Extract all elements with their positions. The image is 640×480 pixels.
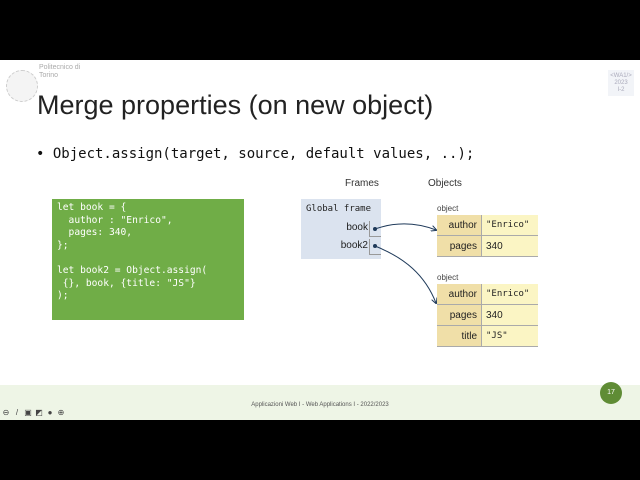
footer-text: Applicazioni Web I - Web Applications I … [251, 402, 389, 408]
badge-line: <WA1/> [610, 73, 632, 79]
code-block: let book = { author : "Enrico", pages: 3… [52, 199, 244, 320]
prev-icon[interactable]: ⊖ [2, 408, 10, 417]
page-number: 17 [600, 382, 622, 404]
value: "Enrico" [481, 215, 538, 236]
pointer-slot [369, 239, 381, 255]
pointer-slot [369, 221, 381, 237]
var-book: book [346, 222, 368, 233]
value: 340 [481, 235, 538, 257]
captions-icon[interactable]: ▣ [24, 408, 32, 417]
bullet-item: • Object.assign(target, source, default … [36, 146, 475, 162]
key: author [437, 284, 482, 305]
objects-label: Objects [428, 178, 462, 189]
presentation-controls: ⊖ / ▣ ◩ ● ⊕ [2, 409, 65, 417]
camera-off-icon[interactable]: ◩ [35, 408, 43, 417]
key: pages [437, 235, 482, 257]
key: pages [437, 304, 482, 326]
polito-logo-icon [6, 70, 38, 102]
value: "JS" [481, 325, 538, 347]
object-row: title"JS" [437, 325, 538, 347]
footer-band [0, 385, 640, 420]
object-row: author"Enrico" [437, 284, 538, 305]
slide: Politecnico di Torino <WA1/> 2023 I-2 Me… [0, 60, 640, 420]
global-frame: Global frame book book2 [301, 199, 381, 259]
frame-title: Global frame [306, 204, 372, 214]
key: author [437, 215, 482, 236]
menu-icon[interactable]: ● [47, 408, 53, 417]
arrow-book2 [374, 245, 436, 303]
object-label: object [437, 273, 459, 282]
value: "Enrico" [481, 284, 538, 305]
course-badge: <WA1/> 2023 I-2 [608, 70, 634, 96]
arrow-book [374, 223, 436, 230]
pointer-arrows [374, 223, 640, 420]
object-label: object [437, 204, 459, 213]
var-book2: book2 [340, 240, 368, 251]
key: title [437, 325, 482, 347]
badge-line: 2023 [614, 80, 628, 86]
slide-title: Merge properties (on new object) [37, 90, 434, 120]
badge-line: I-2 [617, 87, 625, 93]
frames-label: Frames [345, 178, 379, 189]
logo-text: Politecnico di Torino [39, 64, 81, 79]
object-row: author"Enrico" [437, 215, 538, 236]
value: 340 [481, 304, 538, 326]
bullet-text: Object.assign(target, source, default va… [52, 146, 475, 162]
next-icon[interactable]: ⊕ [57, 408, 65, 417]
pen-icon[interactable]: / [15, 408, 19, 417]
